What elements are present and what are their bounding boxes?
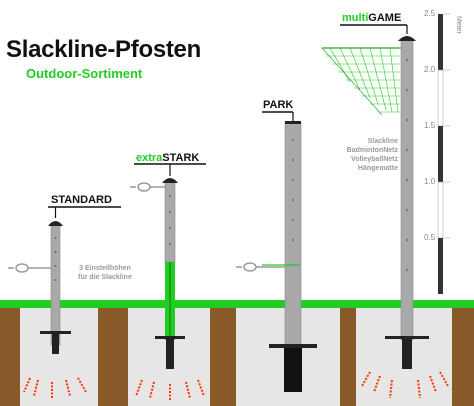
post-standard <box>40 221 71 354</box>
note-multigame-use-2: BadmintonNetz <box>346 147 398 154</box>
note-standard-line1: 3 Einstellhöhen <box>79 265 131 272</box>
note-standard-heights: 3 Einstellhöhen für die Slackline <box>68 264 142 282</box>
scale-tick-1-0: 1.0 <box>424 177 436 186</box>
label-multigame: multiGAME <box>342 12 401 24</box>
ground-anchors <box>23 371 449 400</box>
label-extrastark-rest: STARK <box>162 152 200 164</box>
post-extrastark <box>155 178 185 369</box>
scale-tick-2-5: 2.5 <box>424 9 436 18</box>
volleyball-net <box>321 47 403 116</box>
post-park <box>269 121 317 392</box>
slackline-ratchet-standard <box>8 263 51 273</box>
slackline-ratchet-extrastark <box>130 182 165 192</box>
label-standard-text: STANDARD <box>51 194 112 206</box>
height-scale <box>437 13 450 294</box>
label-park: PARK <box>263 99 293 111</box>
note-standard-line2: für die Slackline <box>78 274 132 281</box>
label-standard: STANDARD <box>51 194 112 206</box>
label-extrastark-highlight: extra <box>136 152 163 164</box>
page-title: Slackline-Pfosten <box>6 36 201 63</box>
label-extrastark: extraSTARK <box>136 152 199 164</box>
note-multigame-use-1: Slackline <box>367 138 398 145</box>
note-multigame-use-3: VolleyballNetz <box>351 156 398 163</box>
label-park-text: PARK <box>263 99 294 111</box>
label-multigame-rest: GAME <box>368 12 402 24</box>
scale-tick-0-5: 0.5 <box>424 233 436 242</box>
label-multigame-highlight: multi <box>342 12 369 24</box>
note-multigame-use-4: Hängematte <box>357 165 398 172</box>
page-subtitle: Outdoor-Sortiment <box>26 66 143 81</box>
scale-tick-2-0: 2.0 <box>424 65 436 74</box>
grass-strip <box>0 300 474 308</box>
scale-tick-1-5: 1.5 <box>424 121 436 130</box>
post-multigame <box>385 36 429 369</box>
note-multigame-uses: Slackline BadmintonNetz VolleyballNetz H… <box>330 137 398 173</box>
slackline-ratchet-park <box>236 262 300 272</box>
scale-unit: Meter <box>455 16 462 34</box>
